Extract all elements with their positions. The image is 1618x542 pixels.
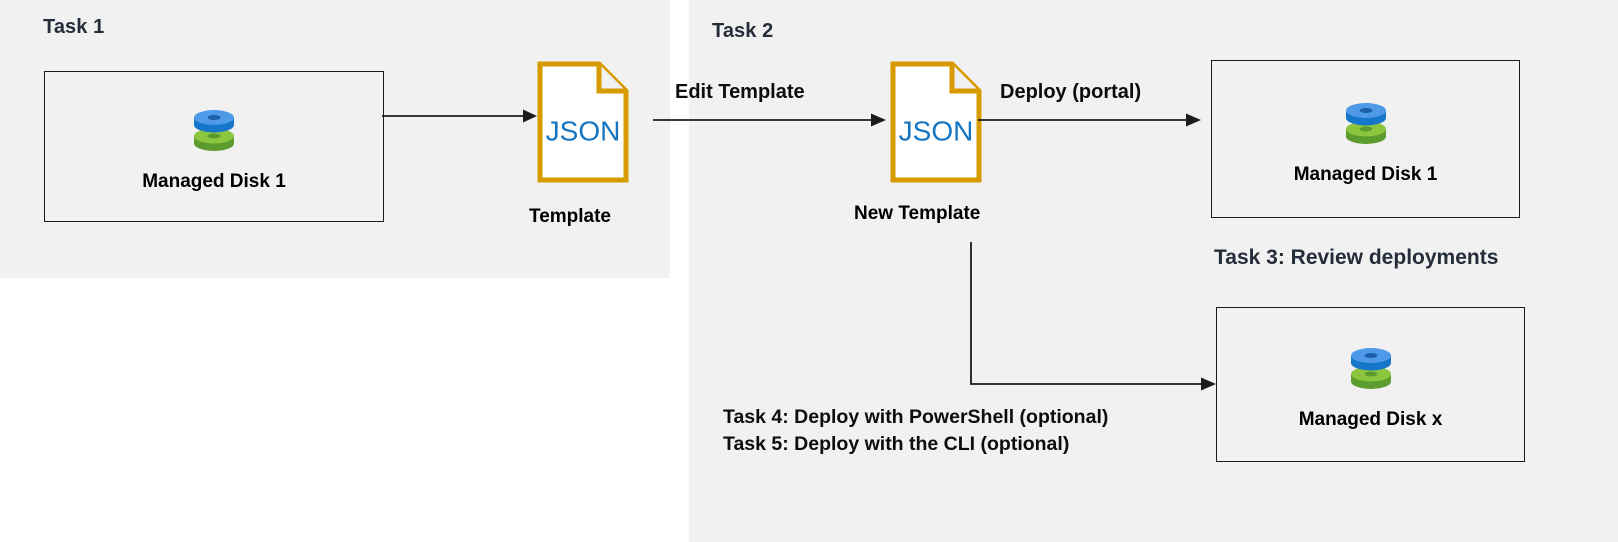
arrow-edit-template — [653, 113, 886, 127]
managed-disk-icon — [186, 100, 242, 161]
arrow-export-template — [382, 109, 537, 123]
edit-template-label: Edit Template — [675, 81, 805, 103]
template-caption: Template — [529, 206, 612, 227]
new-template-json-document: JSON — [890, 61, 982, 188]
managed-disk-icon — [1343, 338, 1399, 399]
task4-note: Task 4: Deploy with PowerShell (optional… — [723, 406, 1109, 428]
managed-disk-x-label: Managed Disk x — [1298, 409, 1443, 430]
managed-disk-icon — [1338, 93, 1394, 154]
new-template-caption: New Template — [854, 203, 981, 224]
task1-title: Task 1 — [43, 16, 105, 38]
managed-disk-1-box-left: Managed Disk 1 — [44, 71, 384, 222]
task3-title: Task 3: Review deployments — [1214, 246, 1499, 269]
managed-disk-x-box: Managed Disk x — [1216, 307, 1525, 462]
managed-disk-1-box-right: Managed Disk 1 — [1211, 60, 1520, 218]
managed-disk-1-label-right: Managed Disk 1 — [1293, 163, 1438, 185]
arrow-deploy-script — [970, 242, 1216, 391]
new-template-json-text: JSON — [899, 115, 974, 146]
optional-tasks-notes: Task 4: Deploy with PowerShell (optional… — [723, 404, 1108, 457]
managed-disk-1-label-left: Managed Disk 1 — [142, 171, 286, 192]
template-json-document: JSON — [537, 61, 629, 188]
task5-note: Task 5: Deploy with the CLI (optional) — [723, 432, 1070, 455]
template-json-text: JSON — [546, 115, 621, 146]
deploy-portal-label: Deploy (portal) — [1000, 81, 1142, 103]
task2-title: Task 2 — [712, 20, 774, 42]
arrow-deploy-portal — [978, 113, 1201, 127]
